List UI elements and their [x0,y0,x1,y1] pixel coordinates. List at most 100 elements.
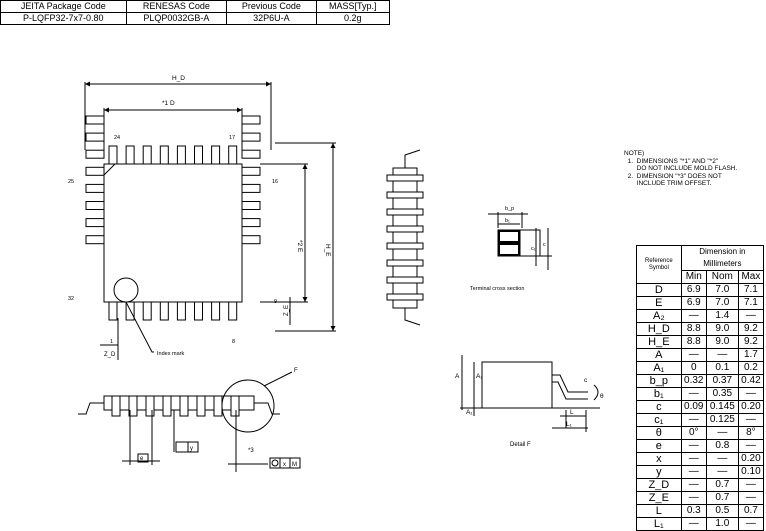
side-lead [386,174,424,182]
a2-label: A₂ [476,373,483,380]
lead-top [125,145,135,165]
d-label: *1 D [162,100,175,107]
header-value-jeita: P-LQFP32-7x7-0.80 [0,12,127,25]
table-row: c₁—0.125— [636,413,765,427]
col-nom: Nom [705,270,739,284]
reference-symbol-cell: e [636,439,682,453]
side-view-right [386,149,424,326]
lead-right [241,115,261,125]
side-lead [386,208,424,216]
dimension-value-cell: — [680,348,707,362]
bottom-lead [145,395,155,417]
dimension-value-cell: 7.0 [705,283,739,297]
dimension-value-cell: — [680,387,707,401]
lead-right [241,183,261,193]
lead-right [241,149,261,159]
dimension-value-cell: 0.20 [737,400,765,414]
detail-f-leader [263,371,293,387]
lead-left [85,235,105,245]
dimension-value-cell: 1.7 [737,348,765,362]
side-view-bottom [78,371,301,472]
reference-symbol-cell: Z_E [636,491,682,505]
dimension-value-cell: — [737,517,765,531]
reference-symbol-cell: A₂ [636,309,682,323]
bottom-lead [128,395,138,417]
m-box-label: M [292,462,297,468]
notes-line-4: INCLUDE TRIM OFFSET. [624,180,712,187]
side-pins [386,174,424,301]
reference-symbol-cell: b_p [636,374,682,388]
top-view-labels: H_D *1 D H_E *2 E 24 17 25 16 32 9 1 8 Z… [68,75,331,358]
header-value-mass: 0.2g [315,12,391,25]
bottom-lead [179,395,189,417]
package-code-header-row: JEITA Package Code RENESAS Code Previous… [0,0,391,13]
dimension-value-cell: — [680,465,707,479]
dimension-value-cell: 0.20 [737,452,765,466]
reference-symbol-cell: A [636,348,682,362]
dimension-value-cell: — [705,348,739,362]
dimension-value-cell: 8.8 [680,335,707,349]
x-box [269,457,301,469]
package-body [103,163,243,303]
x-box-label: x [283,462,286,468]
dimension-value-cell: 0.3 [680,504,707,518]
dimension-value-cell: 0.7 [705,491,739,505]
dimension-value-cell: 0.5 [705,504,739,518]
lead-bottom [211,301,221,321]
c1-label: c₁ [531,246,536,252]
dimension-value-cell: 8° [737,426,765,440]
lead-right [241,235,261,245]
dimension-value-cell: 0.7 [705,478,739,492]
e-box [137,453,149,463]
reference-symbol-cell: E [636,296,682,310]
pin-group [85,115,261,321]
lead-top [194,145,203,165]
pin-9-label: 9 [274,299,277,305]
chamfer-line [103,163,116,176]
pin-32-label: 32 [68,296,74,302]
lead-bottom [108,301,118,321]
reference-symbol-cell: Z_D [636,478,682,492]
side-lead [386,259,424,267]
b1-label: b₁ [505,218,510,224]
lead-left [85,201,105,210]
dimension-value-cell: 0.7 [737,504,765,518]
terminal-cross-section [488,212,552,270]
lead-left [85,115,105,125]
dimension-value-cell: 0.145 [705,400,739,414]
lead-top [142,145,152,165]
package-code-value-row: P-LQFP32-7x7-0.80 PLQP0032GB-A 32P6U-A 0… [0,12,391,25]
dimension-value-cell: 7.1 [737,296,765,310]
dimension-value-cell: 0.35 [705,387,739,401]
dimension-value-cell: — [737,491,765,505]
lead-right [241,132,261,142]
lead-top [211,145,221,165]
reference-symbol-cell: H_E [636,335,682,349]
reference-symbol-header: Reference Symbol [636,245,682,284]
dimension-value-cell: 0.42 [737,374,765,388]
reference-symbol-cell: c₁ [636,413,682,427]
reference-symbol-cell: b₁ [636,387,682,401]
top-view [84,81,336,360]
bottom-lead [111,395,121,417]
header-value-renesas: PLQP0032GB-A [125,12,228,25]
dimension-value-cell: 6.9 [680,296,707,310]
lead-right [241,218,261,228]
notes-line-1: 1. DIMENSIONS "*1" AND "*2" [624,157,719,165]
dimension-value-cell: 1.4 [705,309,739,323]
dimension-value-cell: 6.9 [680,283,707,297]
lead-bottom [194,301,203,321]
detail-f-circle [221,379,275,433]
bp-label: b_p [505,206,514,212]
col-min: Min [680,270,707,284]
col-max: Max [737,270,765,284]
header-value-previous: 32P6U-A [226,12,317,25]
lead-right [241,201,261,210]
reference-symbol-cell: y [636,465,682,479]
dimension-header: Dimension in Millimeters [680,245,765,271]
detail-f-labels: A A₂ A₁ L L₁ θ c Detail F [455,373,604,448]
theta-arc [593,384,599,401]
